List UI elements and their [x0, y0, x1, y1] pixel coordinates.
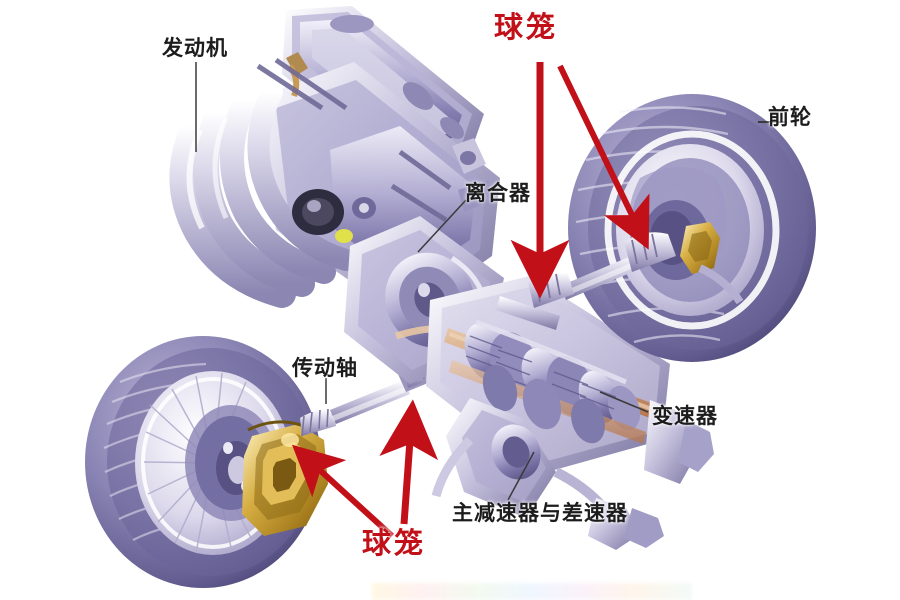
- label-drive-shaft: 传动轴: [292, 357, 358, 380]
- label-engine: 发动机: [162, 37, 228, 60]
- red-arrows: [292, 62, 650, 539]
- brackets: [256, 57, 452, 223]
- leader-final-drive: [507, 451, 535, 501]
- label-cv-joint-bottom: 球笼: [362, 528, 427, 560]
- leader-lines: [195, 62, 786, 501]
- label-cv-joint-top: 球笼: [494, 12, 559, 44]
- label-final-drive: 主减速器与差速器: [452, 502, 628, 525]
- counter-gears: [482, 364, 605, 444]
- leader-clutch: [417, 199, 467, 253]
- diff-case-arm: [553, 467, 606, 510]
- engine-block: [169, 6, 500, 318]
- leader-gearbox: [599, 391, 649, 413]
- gearbox-cutaway: [426, 276, 714, 484]
- arrow-cv-outer-front: [557, 64, 650, 250]
- cv-joint-outer-gold: [242, 420, 328, 536]
- oil-filler-cap: [286, 52, 308, 76]
- watermark-strip: [372, 583, 692, 600]
- dipstick-handle: [335, 229, 353, 243]
- final-drive-diff: [431, 398, 664, 550]
- intake-manifold: [169, 81, 357, 308]
- rear-wheel: [85, 336, 336, 588]
- front-wheel: [528, 94, 816, 362]
- arrow-cv-outer-rear: [292, 444, 395, 539]
- label-clutch: 离合器: [465, 182, 531, 205]
- suspension-arm: [698, 264, 744, 305]
- cv-boot-rear: [300, 408, 336, 437]
- arrow-cv-inner-rear: [379, 399, 439, 525]
- label-front-wheel: 前轮: [768, 106, 812, 129]
- label-gearbox: 变速器: [652, 405, 718, 428]
